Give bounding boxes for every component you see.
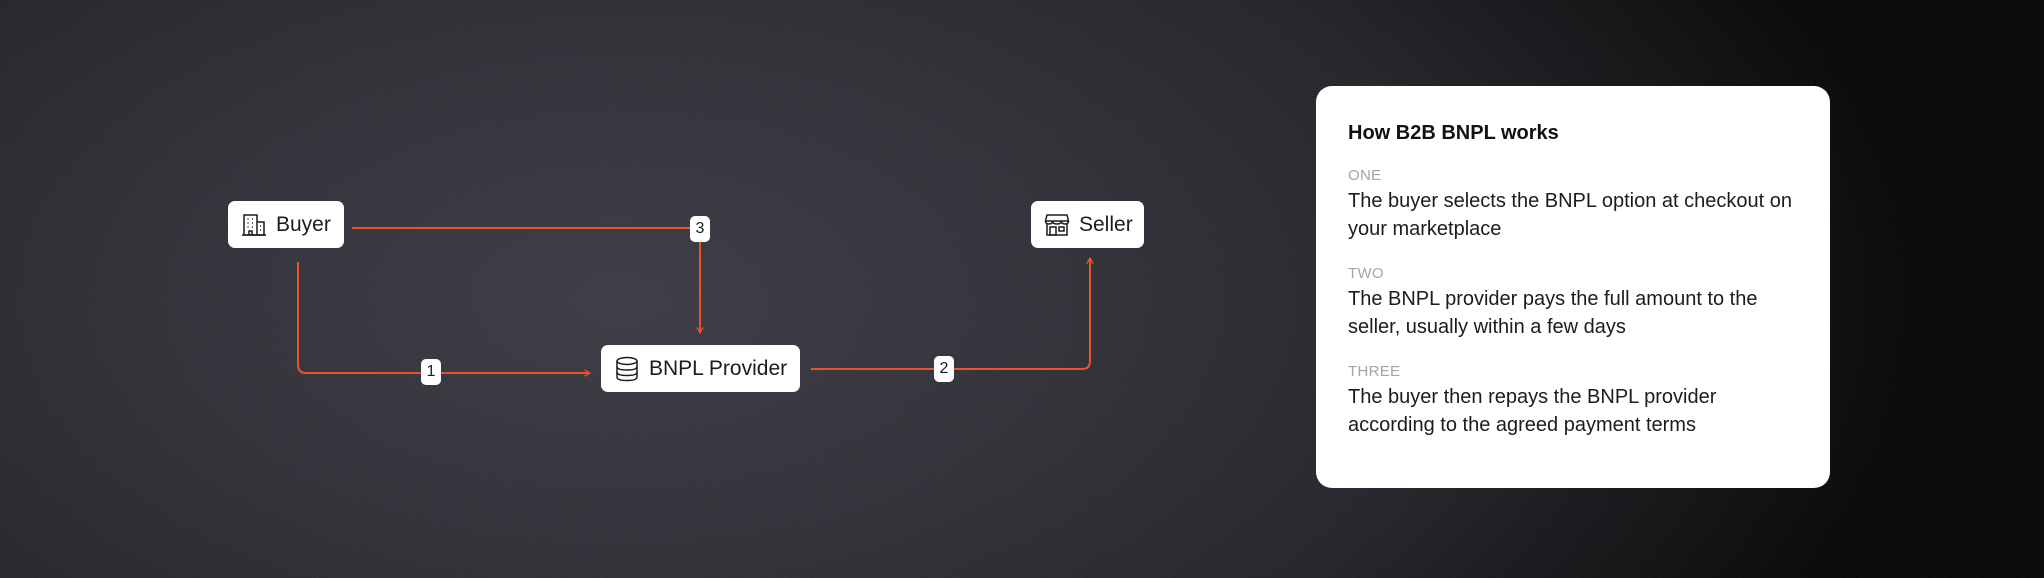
node-seller: Seller bbox=[1031, 201, 1144, 248]
node-bnpl-provider-label: BNPL Provider bbox=[649, 356, 788, 380]
step-three: THREE The buyer then repays the BNPL pro… bbox=[1348, 363, 1798, 439]
node-seller-label: Seller bbox=[1079, 212, 1133, 236]
node-bnpl-provider: BNPL Provider bbox=[601, 345, 800, 392]
step-label: ONE bbox=[1348, 167, 1382, 184]
edge-step-2 bbox=[811, 256, 1094, 370]
step-badge-2: 2 bbox=[934, 356, 954, 382]
step-badge-1: 1 bbox=[421, 359, 441, 385]
node-buyer-label: Buyer bbox=[276, 212, 331, 236]
step-label: TWO bbox=[1348, 265, 1384, 282]
edge-step-3 bbox=[352, 227, 704, 335]
step-one: ONE The buyer selects the BNPL option at… bbox=[1348, 167, 1798, 243]
node-buyer: Buyer bbox=[228, 201, 344, 248]
building-icon bbox=[240, 211, 268, 239]
storefront-icon bbox=[1043, 211, 1071, 239]
card-title: How B2B BNPL works bbox=[1348, 122, 1559, 144]
edge-step-1 bbox=[297, 262, 592, 377]
step-label: THREE bbox=[1348, 363, 1401, 380]
step-two: TWO The BNPL provider pays the full amou… bbox=[1348, 265, 1798, 341]
step-description: The buyer selects the BNPL option at che… bbox=[1348, 190, 1792, 240]
how-it-works-card: How B2B BNPL works ONE The buyer selects… bbox=[1316, 86, 1830, 488]
step-description: The buyer then repays the BNPL provider … bbox=[1348, 386, 1717, 436]
database-icon bbox=[613, 355, 641, 383]
step-badge-3: 3 bbox=[690, 216, 710, 242]
step-description: The BNPL provider pays the full amount t… bbox=[1348, 288, 1758, 338]
